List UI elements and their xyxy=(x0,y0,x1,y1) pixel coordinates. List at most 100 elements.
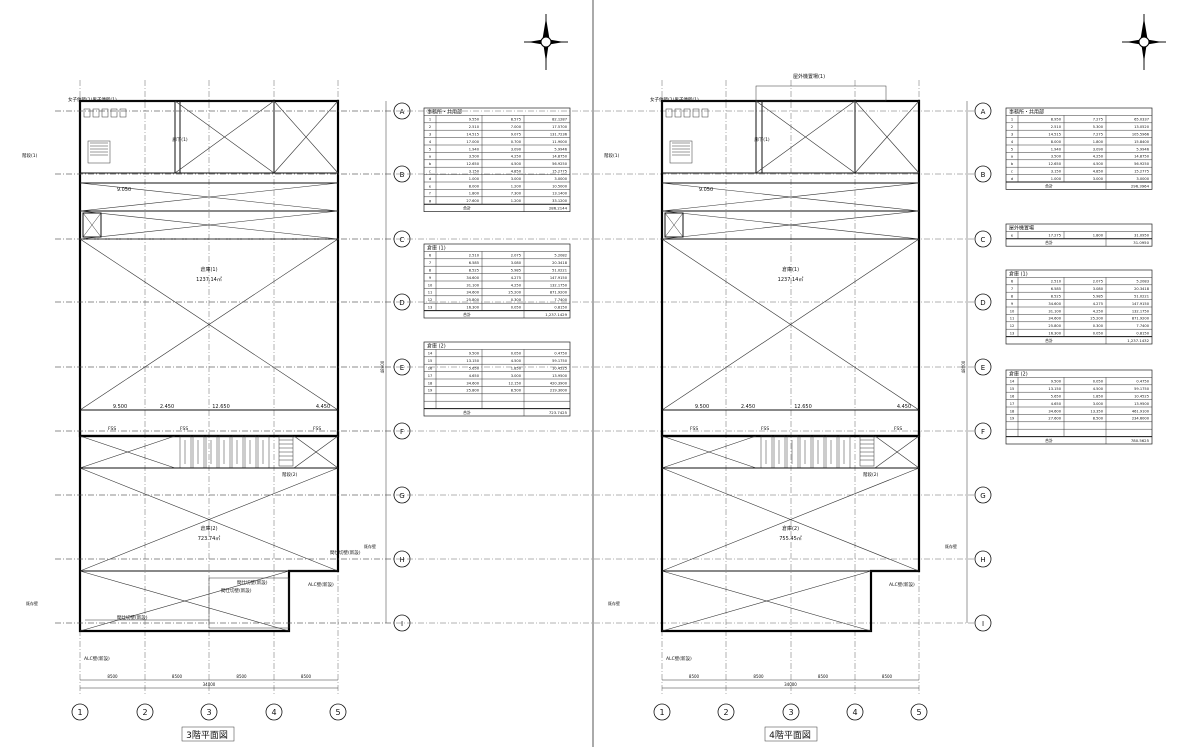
fss-diagonal xyxy=(293,435,339,469)
area-table-cell: 3.090 xyxy=(511,147,522,151)
stair1-label: 階段(1) xyxy=(604,152,620,159)
area-table-cell: 0.050 xyxy=(511,352,522,356)
area-table-cell: 8.950 xyxy=(1051,118,1062,122)
area-table-cell: 6 xyxy=(1011,280,1014,284)
area-table-cell: 5.9946 xyxy=(554,147,567,151)
warehouse2-area: 723.74㎡ xyxy=(198,535,221,542)
grid-bubble-col xyxy=(200,703,218,721)
alc-wall-label: ALC壁(新設) xyxy=(84,655,110,662)
band-diagonal xyxy=(661,210,920,240)
grid-label-row: F xyxy=(400,428,404,436)
area-table-cell: 7.7400 xyxy=(1136,324,1149,328)
area-table-cell: 2.510 xyxy=(469,254,480,258)
area-table-cell: 16 xyxy=(1010,395,1015,399)
area-table-cell: 10 xyxy=(428,283,433,287)
dim-text: 2.450 xyxy=(160,404,174,410)
dim-total-text: 34000 xyxy=(784,682,797,687)
area-table-cell: 132.1750 xyxy=(550,283,568,287)
grid-bubble-col xyxy=(265,703,283,721)
area-table-title: 事務所・共用部 xyxy=(427,109,462,116)
area-table-cell: 4.850 xyxy=(1093,170,1104,174)
area-table-cell: 13.9500 xyxy=(1134,402,1150,406)
area-table-cell: 12 xyxy=(1010,324,1015,328)
area-table-cell: 11.9000 xyxy=(552,140,568,144)
area-table-cell: 25.800 xyxy=(466,389,479,393)
area-table-cell: 12 xyxy=(428,298,433,302)
existing-wall-legend: 既存壁 xyxy=(608,600,620,606)
area-table-cell: 2.510 xyxy=(1051,280,1062,284)
warehouse1-diagonal xyxy=(661,238,920,411)
area-table-total: 286.2144 xyxy=(549,206,568,211)
area-table-cell: 132.1750 xyxy=(1132,309,1150,313)
stair1-icon xyxy=(669,140,693,164)
plan-title-box xyxy=(181,726,235,742)
grid-bubble-col xyxy=(717,703,735,721)
area-table-cell: 3.000 xyxy=(1093,177,1104,181)
area-table-cell: 1.940 xyxy=(469,147,480,151)
area-table-total: 31.0950 xyxy=(1133,240,1149,245)
grid-label-row: H xyxy=(399,556,404,564)
area-table-cell: 8.525 xyxy=(469,269,479,273)
fss-panel-icon xyxy=(192,435,205,469)
area-table-cell: 131.7236 xyxy=(550,133,568,137)
band-diagonal xyxy=(79,210,339,240)
area-table-cell: 1 xyxy=(1011,118,1013,122)
outer-wall-lower xyxy=(660,431,921,633)
area-table-cell: 7.300 xyxy=(511,192,522,196)
area-table-cell: 25.800 xyxy=(1048,324,1061,328)
area-table-total: 296.3964 xyxy=(1131,183,1150,188)
grid-label-row: B xyxy=(400,171,405,179)
grid-label-col: 3 xyxy=(788,708,793,717)
area-table-cell: 31.100 xyxy=(466,283,479,287)
area-table-cell: 25.200 xyxy=(508,291,521,295)
area-table-cell: 8 xyxy=(1011,295,1014,299)
area-table-cell: 871.9200 xyxy=(1132,317,1150,321)
grid-bubble-col xyxy=(653,703,671,721)
area-table-cell: 3.000 xyxy=(511,177,522,181)
fss-diagonal xyxy=(79,435,176,469)
area-table-cell: 59.1750 xyxy=(552,359,568,363)
area-table-cell: 13.1400 xyxy=(552,192,568,196)
grid-label-row: I xyxy=(982,620,984,628)
area-table-cell: 8.500 xyxy=(1093,417,1104,421)
area-table-cell: 51.0221 xyxy=(552,269,567,273)
area-table-cell: e xyxy=(429,184,432,188)
area-table-cell: 11 xyxy=(1010,317,1015,321)
area-table-cell: 3.0000 xyxy=(554,177,567,181)
area-table-cell: 18 xyxy=(1010,409,1015,413)
stair2-icon xyxy=(859,435,875,467)
area-table-cell: 1.800 xyxy=(1093,234,1104,238)
area-table-cell: 5.300 xyxy=(1093,125,1104,129)
corridor-label: 廊下(1) xyxy=(172,136,188,143)
area-table-cell: 871.9200 xyxy=(550,291,568,295)
grid-bubble-row xyxy=(974,102,992,120)
area-table-total: 723.7425 xyxy=(549,410,568,415)
corridor-label: 廊下(1) xyxy=(754,136,770,143)
dim-text: 12.650 xyxy=(212,404,230,410)
area-table-cell: 13.150 xyxy=(466,359,479,363)
fss-diagonal xyxy=(661,435,757,469)
grid-label-col: 4 xyxy=(852,708,857,717)
grid-bubble-row xyxy=(974,293,992,311)
elevator-icon xyxy=(664,212,684,238)
area-table-cell: 4.250 xyxy=(1093,155,1104,159)
plan-title-box xyxy=(764,726,818,742)
area-table-cell: 1.850 xyxy=(511,367,522,371)
area-table-cell: 0.050 xyxy=(1093,380,1104,384)
area-table-cell: 8 xyxy=(429,269,432,273)
area-table-cell: 1.800 xyxy=(1093,140,1104,144)
warehouse2-name: 倉庫(2) xyxy=(782,525,799,532)
area-table-cell: 34.600 xyxy=(466,381,479,385)
area-table-cell: 19 xyxy=(1010,417,1015,421)
grid-label-row: D xyxy=(399,299,404,307)
area-table-title: 倉庫 (2) xyxy=(427,343,446,350)
area-table-cell: 82.1287 xyxy=(552,118,567,122)
area-table-cell: 5.650 xyxy=(1051,395,1062,399)
compass-north-point xyxy=(542,18,550,42)
dim-bay-text: 8500 xyxy=(172,674,183,679)
toilet-label: 女子便所(1)男子便所(1) xyxy=(650,96,699,103)
area-table-cell: 34.600 xyxy=(1048,317,1061,321)
